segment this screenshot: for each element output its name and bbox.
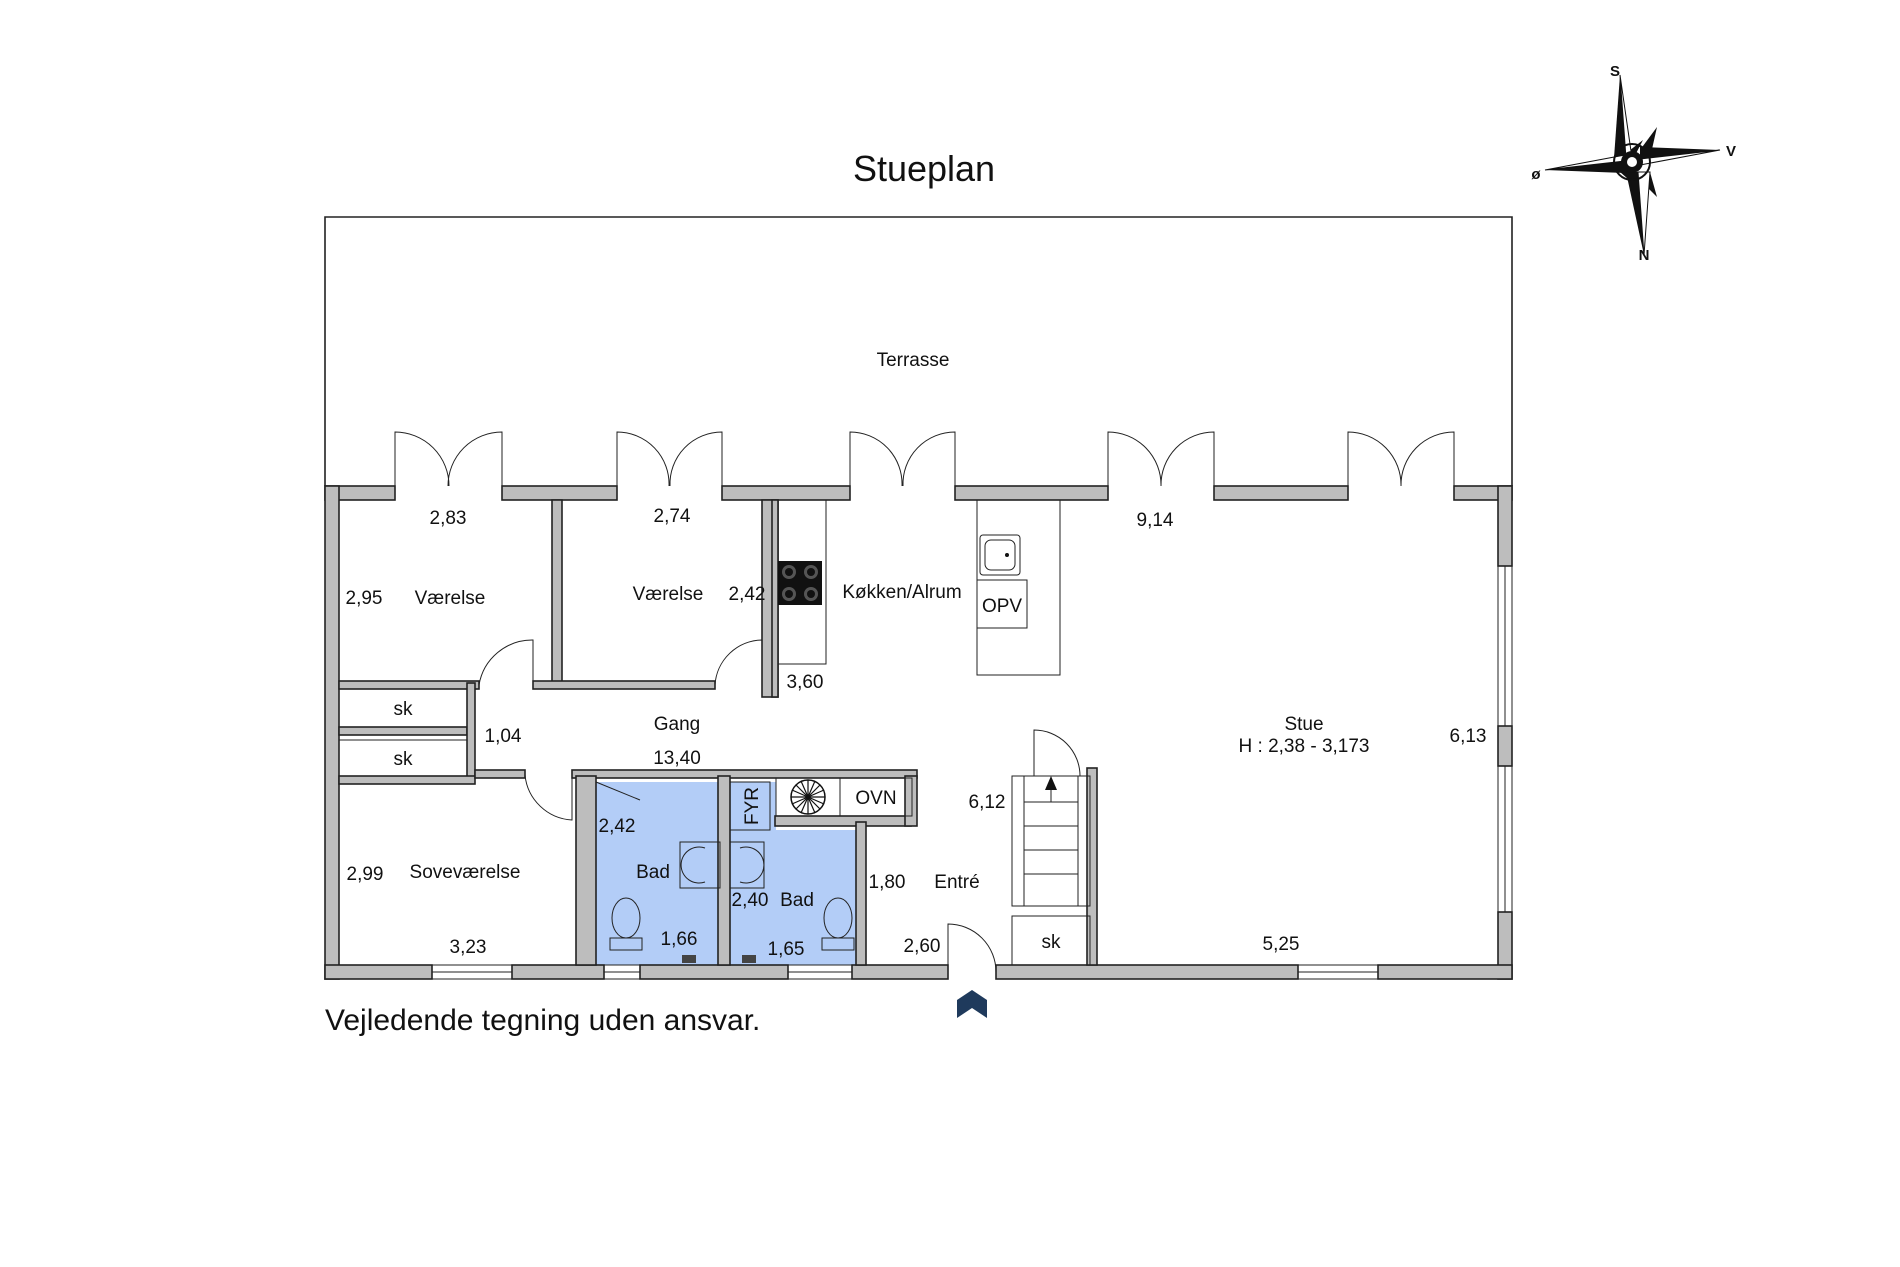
room-bad-1-name: Bad xyxy=(636,862,670,883)
compass-label-right: V xyxy=(1726,143,1736,160)
plan-title: Stueplan xyxy=(853,148,995,189)
utility-area xyxy=(729,777,913,831)
room-kokken-depth: 3,60 xyxy=(787,672,824,693)
bathroom-2-floor-upper xyxy=(730,782,776,830)
room-sovevaerelse-depth: 2,99 xyxy=(347,864,384,885)
closet-label-2: sk xyxy=(394,749,414,770)
opv-label: OPV xyxy=(982,596,1022,617)
room-vaerelse-2-name: Værelse xyxy=(633,584,704,605)
room-stue-width: 9,14 xyxy=(1137,510,1174,531)
room-vaerelse-1-name: Værelse xyxy=(415,588,486,609)
entrance-arrow-icon xyxy=(957,990,987,1018)
room-vaerelse-1-depth: 2,95 xyxy=(346,588,383,609)
closet-label-3: sk xyxy=(1042,932,1062,953)
bathroom-1-floor xyxy=(596,782,718,965)
terrace-doors xyxy=(394,431,1455,487)
room-gang-name: Gang xyxy=(654,714,700,735)
windows xyxy=(431,565,1513,980)
closets xyxy=(338,688,1091,966)
room-bad-1-width: 1,66 xyxy=(661,929,698,950)
interior-doors xyxy=(478,639,1081,979)
room-bad-2-width: 1,65 xyxy=(768,939,805,960)
room-gang-depth: 1,04 xyxy=(485,726,522,747)
room-entre-depth: 1,80 xyxy=(869,872,906,893)
bathroom-fixtures xyxy=(609,841,855,963)
room-entre-name: Entré xyxy=(934,872,979,893)
compass-label-bottom: N xyxy=(1639,247,1650,264)
room-vaerelse-2-width: 2,74 xyxy=(654,506,691,527)
room-bad-1-depth: 2,42 xyxy=(599,816,636,837)
terrace-outline xyxy=(324,216,1513,486)
disclaimer-text: Vejledende tegning uden ansvar. xyxy=(325,1004,760,1037)
room-kokken-name: Køkken/Alrum xyxy=(842,582,961,603)
compass-rose-icon xyxy=(1544,74,1721,256)
oven-label: OVN xyxy=(855,788,896,809)
compass-label-left: ø xyxy=(1531,166,1541,183)
room-sovevaerelse-name: Soveværelse xyxy=(410,862,521,883)
room-stue-height: H : 2,38 - 3,173 xyxy=(1239,736,1370,757)
kitchen-counter xyxy=(777,499,827,665)
room-gang-width: 13,40 xyxy=(653,748,701,769)
room-bad-2-depth: 2,40 xyxy=(732,890,769,911)
stair-depth: 6,12 xyxy=(969,792,1006,813)
room-bad-2-name: Bad xyxy=(780,890,814,911)
terrace-label: Terrasse xyxy=(877,350,950,371)
room-sovevaerelse-width: 3,23 xyxy=(450,937,487,958)
compass-label-top: S xyxy=(1610,63,1620,80)
room-vaerelse-2-depth: 2,42 xyxy=(729,584,766,605)
room-stue-name: Stue xyxy=(1284,714,1323,735)
kitchen-island xyxy=(976,500,1061,676)
room-entre-width: 2,60 xyxy=(904,936,941,957)
staircase xyxy=(1011,775,1091,907)
room-stue-depth: 6,13 xyxy=(1450,726,1487,747)
interior-walls xyxy=(338,499,1098,966)
bathroom-2-floor xyxy=(730,830,856,965)
room-vaerelse-1-width: 2,83 xyxy=(430,508,467,529)
boiler-label: FYR xyxy=(742,787,763,825)
closet-label-1: sk xyxy=(394,699,414,720)
room-stue-bottom: 5,25 xyxy=(1263,934,1300,955)
